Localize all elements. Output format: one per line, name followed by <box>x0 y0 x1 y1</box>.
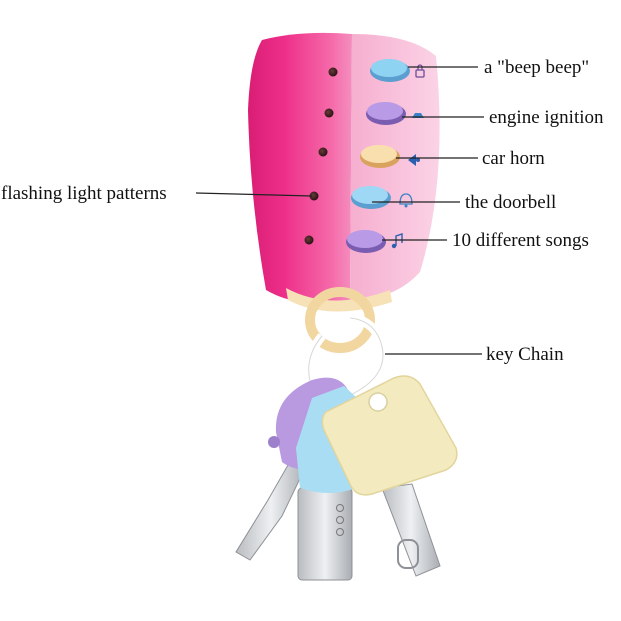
music-note-icon <box>391 233 403 249</box>
flashing-leds <box>304 67 338 245</box>
led-dot <box>324 108 334 118</box>
doorbell-button[interactable] <box>351 186 391 209</box>
chain-label: key Chain <box>486 344 564 365</box>
toy-keys <box>235 375 458 581</box>
horn-button[interactable] <box>360 145 400 168</box>
doorbell-label: the doorbell <box>465 192 557 213</box>
fob-pink-shell <box>248 32 352 304</box>
callout-lines <box>195 66 484 355</box>
beep-label: a "beep beep" <box>484 57 590 78</box>
led-dot <box>309 191 319 201</box>
key-rings <box>304 287 388 404</box>
cream-ring <box>305 287 375 353</box>
led-dot <box>318 147 328 157</box>
sound-buttons <box>346 59 410 253</box>
cream-key <box>321 375 458 577</box>
horn-label: car horn <box>482 148 545 169</box>
songs-button[interactable] <box>346 230 386 253</box>
chain-outline <box>308 317 384 400</box>
lights-leader <box>195 192 313 197</box>
beep-button[interactable] <box>370 59 410 82</box>
led-dot <box>328 67 338 77</box>
ignition-button[interactable] <box>366 102 406 125</box>
lights-label: flashing light patterns <box>1 183 167 204</box>
horn-icon <box>408 154 420 166</box>
bell-icon <box>399 193 413 208</box>
ignition-label: engine ignition <box>489 107 604 128</box>
songs-label: 10 different songs <box>452 230 589 251</box>
remote-fob-body <box>248 32 440 312</box>
led-dot <box>304 235 314 245</box>
